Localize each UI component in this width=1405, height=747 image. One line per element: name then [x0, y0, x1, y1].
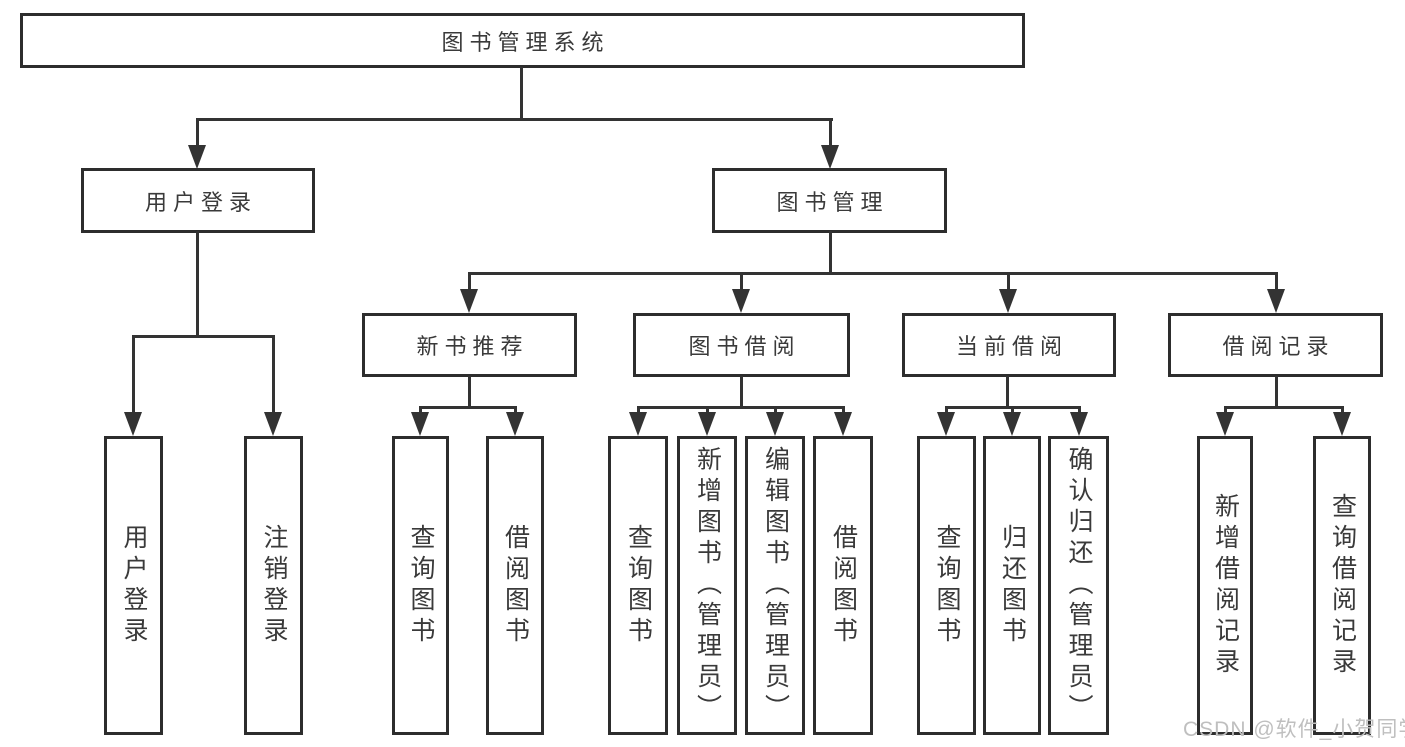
- leaf-label: 借阅图书: [501, 523, 530, 648]
- connector-line-v: [706, 406, 709, 416]
- connector-line-h: [468, 272, 1277, 275]
- arrowhead-down-icon: [506, 412, 524, 436]
- arrowhead-down-icon: [1267, 289, 1285, 313]
- node-current-borrow: 当前借阅: [902, 313, 1116, 377]
- connector-line-h: [196, 118, 833, 121]
- connector-line-v: [842, 406, 845, 416]
- node-new-book-recommend: 新书推荐: [362, 313, 577, 377]
- leaf-edit-book-admin: 编辑图书（管理员）: [745, 436, 805, 735]
- arrowhead-down-icon: [698, 412, 716, 436]
- leaf-logout: 注销登录: [244, 436, 303, 735]
- watermark: CSDN @软件_小贺同学: [1183, 718, 1405, 741]
- node-borrow-records: 借阅记录: [1168, 313, 1383, 377]
- connector-line-v: [774, 406, 777, 416]
- leaf-query-book-3: 查询图书: [917, 436, 976, 735]
- connector-line-v: [196, 118, 199, 148]
- leaf-return-book: 归还图书: [983, 436, 1041, 735]
- connector-line-h: [1224, 406, 1343, 409]
- connector-line-v: [829, 118, 832, 148]
- leaf-user-login: 用户登录: [104, 436, 163, 735]
- arrowhead-down-icon: [1003, 412, 1021, 436]
- connector-line-h: [419, 406, 516, 409]
- arrowhead-down-icon: [264, 412, 282, 436]
- connector-line-v: [637, 406, 640, 416]
- connector-line-v: [945, 406, 948, 416]
- leaf-query-book-1: 查询图书: [392, 436, 449, 735]
- arrowhead-down-icon: [188, 145, 206, 169]
- connector-line-v: [740, 376, 743, 408]
- arrowhead-down-icon: [834, 412, 852, 436]
- leaf-label: 用户登录: [120, 523, 148, 648]
- connector-line-v: [468, 272, 471, 292]
- leaf-query-book-2: 查询图书: [608, 436, 668, 735]
- leaf-label: 归还图书: [998, 523, 1027, 648]
- connector-line-h: [637, 406, 844, 409]
- node-book-borrow: 图书借阅: [633, 313, 850, 377]
- connector-line-v: [468, 376, 471, 408]
- arrowhead-down-icon: [732, 289, 750, 313]
- connector-line-v: [1006, 376, 1009, 408]
- leaf-add-book-admin: 新增图书（管理员）: [677, 436, 737, 735]
- arrowhead-down-icon: [1070, 412, 1088, 436]
- node-user-login: 用户登录: [81, 168, 315, 233]
- arrowhead-down-icon: [460, 289, 478, 313]
- leaf-label: 查询借阅记录: [1328, 492, 1357, 679]
- connector-line-h: [132, 335, 275, 338]
- connector-line-v: [1224, 406, 1227, 416]
- connector-line-v: [272, 335, 275, 415]
- leaf-label: 借阅图书: [829, 523, 858, 648]
- leaf-label: 查询图书: [407, 523, 435, 648]
- leaf-borrow-book-2: 借阅图书: [813, 436, 873, 735]
- leaf-label: 查询图书: [624, 523, 653, 648]
- connector-line-v: [514, 406, 517, 416]
- leaf-add-borrow-record: 新增借阅记录: [1197, 436, 1253, 735]
- arrowhead-down-icon: [411, 412, 429, 436]
- connector-line-v: [1078, 406, 1081, 416]
- node-root: 图书管理系统: [20, 13, 1025, 68]
- arrowhead-down-icon: [629, 412, 647, 436]
- arrowhead-down-icon: [766, 412, 784, 436]
- leaf-label: 编辑图书（管理员）: [761, 446, 790, 725]
- arrowhead-down-icon: [1333, 412, 1351, 436]
- arrowhead-down-icon: [821, 145, 839, 169]
- connector-line-v: [1341, 406, 1344, 416]
- leaf-borrow-book-1: 借阅图书: [486, 436, 544, 735]
- arrowhead-down-icon: [1216, 412, 1234, 436]
- arrowhead-down-icon: [937, 412, 955, 436]
- leaf-label: 新增借阅记录: [1211, 492, 1240, 679]
- connector-line-v: [419, 406, 422, 416]
- leaf-label: 注销登录: [260, 523, 288, 648]
- connector-line-v: [520, 67, 523, 118]
- connector-line-v: [196, 231, 199, 337]
- arrowhead-down-icon: [999, 289, 1017, 313]
- leaf-confirm-return-admin: 确认归还（管理员）: [1048, 436, 1109, 735]
- connector-line-v: [1275, 376, 1278, 408]
- connector-line-v: [740, 272, 743, 292]
- node-book-management: 图书管理: [712, 168, 947, 233]
- arrowhead-down-icon: [124, 412, 142, 436]
- connector-line-v: [829, 231, 832, 274]
- leaf-query-borrow-record: 查询借阅记录: [1313, 436, 1371, 735]
- connector-line-v: [132, 335, 135, 415]
- leaf-label: 新增图书（管理员）: [693, 446, 722, 725]
- leaf-label: 确认归还（管理员）: [1065, 446, 1093, 725]
- connector-line-v: [1011, 406, 1014, 416]
- leaf-label: 查询图书: [933, 523, 961, 648]
- connector-line-v: [1007, 272, 1010, 292]
- connector-line-v: [1275, 272, 1278, 292]
